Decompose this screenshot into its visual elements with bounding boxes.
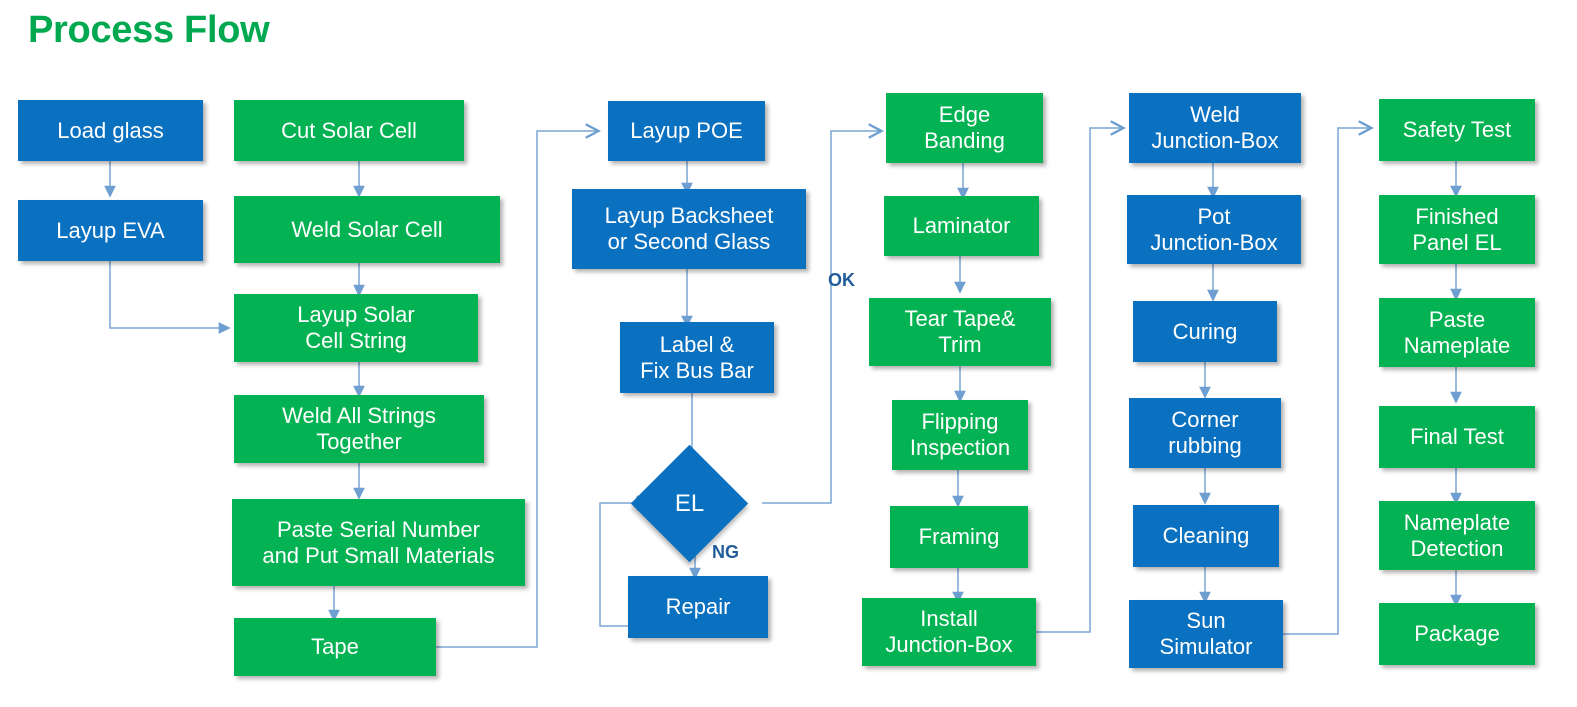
edge-el-to-edge-banding [762, 131, 880, 504]
node-weld-solar-cell[interactable]: Weld Solar Cell [234, 196, 500, 263]
node-label-line2: Junction-Box [1150, 229, 1278, 255]
node-safety-test[interactable]: Safety Test [1379, 99, 1535, 161]
node-label: Cleaning [1162, 523, 1250, 549]
node-label-line2: or Second Glass [607, 229, 771, 254]
node-label: Layup EVA [56, 217, 165, 243]
node-label-line1: Paste [1428, 306, 1486, 332]
node-nameplate-detection[interactable]: Nameplate Detection [1379, 501, 1535, 570]
node-label-line2: Cell String [305, 328, 407, 353]
node-layup-poe[interactable]: Layup POE [608, 101, 765, 161]
node-label: Laminator [912, 213, 1011, 239]
node-final-test[interactable]: Final Test [1379, 406, 1535, 468]
node-cut-solar-cell[interactable]: Cut Solar Cell [234, 100, 464, 161]
node-label-line2: Detection [1410, 535, 1504, 561]
node-label: Repair [665, 594, 731, 620]
node-label-fix-bus-bar[interactable]: Label & Fix Bus Bar [620, 322, 774, 393]
branch-label-ok: OK [828, 270, 855, 290]
node-framing[interactable]: Framing [890, 506, 1028, 568]
node-label-line1: Flipping [921, 409, 999, 435]
edge-tape-to-layup-poe [436, 131, 597, 648]
node-label: Package [1414, 621, 1500, 647]
node-tear-tape-trim[interactable]: Tear Tape& Trim [869, 298, 1051, 366]
node-label-line2: Nameplate [1403, 332, 1511, 358]
node-label-line1: Weld All Strings [282, 403, 436, 429]
node-label: Final Test [1410, 424, 1504, 450]
node-label-line2: Panel EL [1412, 229, 1502, 255]
node-label-line1: Install [920, 606, 978, 632]
edge-repair-to-el [599, 503, 648, 627]
node-label-line1: Sun [1186, 608, 1226, 634]
node-layup-eva[interactable]: Layup EVA [18, 200, 203, 261]
node-layup-backsheet[interactable]: Layup Backsheet or Second Glass [572, 189, 806, 269]
node-label: Weld Solar Cell [291, 216, 443, 242]
node-paste-serial-number[interactable]: Paste Serial Number and Put Small Materi… [232, 499, 525, 586]
node-label-line1: Corner [1171, 407, 1239, 433]
node-label-line1: Nameplate [1403, 509, 1511, 535]
node-repair[interactable]: Repair [628, 576, 768, 638]
node-sun-simulator[interactable]: Sun Simulator [1129, 600, 1283, 668]
node-label: Cut Solar Cell [281, 117, 417, 143]
node-el-decision[interactable]: EL [630, 444, 749, 563]
node-label-line2: Inspection [909, 435, 1011, 460]
node-label-line2: Fix Bus Bar [640, 357, 754, 383]
node-install-junction-box[interactable]: Install Junction-Box [862, 598, 1036, 666]
node-layup-solar-cell-string[interactable]: Layup Solar Cell String [234, 294, 478, 362]
node-label: Load glass [57, 117, 164, 143]
node-label-line1: Layup Solar [297, 302, 415, 328]
node-label-line2: Simulator [1159, 634, 1253, 659]
node-label-line1: Edge [938, 102, 991, 128]
edge-sun-simulator-to-safety-test [1283, 128, 1370, 635]
node-label-line1: Layup Backsheet [604, 203, 774, 229]
node-label-line1: Finished [1415, 203, 1499, 229]
node-weld-junction-box[interactable]: Weld Junction-Box [1129, 93, 1301, 163]
node-label-line2: Trim [938, 332, 982, 357]
node-cleaning[interactable]: Cleaning [1133, 505, 1279, 567]
node-label-line2: Together [316, 429, 402, 454]
node-flipping-inspection[interactable]: Flipping Inspection [892, 400, 1028, 470]
node-finished-panel-el[interactable]: Finished Panel EL [1379, 195, 1535, 264]
node-label: Curing [1172, 318, 1238, 344]
node-label: EL [674, 489, 705, 517]
node-label: Framing [918, 524, 1000, 550]
node-label-line1: Pot [1197, 203, 1231, 229]
node-pot-junction-box[interactable]: Pot Junction-Box [1127, 195, 1301, 264]
edge-layup-eva-to-layup-string [109, 261, 231, 334]
branch-label-ng: NG [712, 542, 739, 562]
node-package[interactable]: Package [1379, 603, 1535, 665]
node-label-line1: Weld [1190, 102, 1240, 128]
node-label-line2: Junction-Box [885, 632, 1013, 657]
node-label-line2: and Put Small Materials [262, 542, 495, 568]
node-label: Layup POE [630, 118, 743, 144]
node-label-line2: rubbing [1168, 433, 1242, 458]
page-title: Process Flow [28, 9, 270, 51]
node-laminator[interactable]: Laminator [884, 196, 1039, 256]
node-paste-nameplate[interactable]: Paste Nameplate [1379, 298, 1535, 367]
node-curing[interactable]: Curing [1133, 301, 1277, 362]
node-edge-banding[interactable]: Edge Banding [886, 93, 1043, 163]
node-label-line2: Banding [924, 128, 1005, 153]
node-tape[interactable]: Tape [234, 618, 436, 676]
node-label-line1: Tear Tape& [904, 306, 1016, 332]
node-label: Tape [311, 634, 359, 660]
node-load-glass[interactable]: Load glass [18, 100, 203, 161]
node-label-line1: Label & [659, 331, 735, 357]
node-weld-all-strings-together[interactable]: Weld All Strings Together [234, 395, 484, 463]
node-label-line2: Junction-Box [1151, 128, 1279, 153]
edge-install-jb-to-weld-jb [1036, 128, 1122, 633]
node-label-line1: Paste Serial Number [277, 516, 480, 542]
node-label: Safety Test [1402, 117, 1512, 143]
node-corner-rubbing[interactable]: Corner rubbing [1129, 398, 1281, 468]
